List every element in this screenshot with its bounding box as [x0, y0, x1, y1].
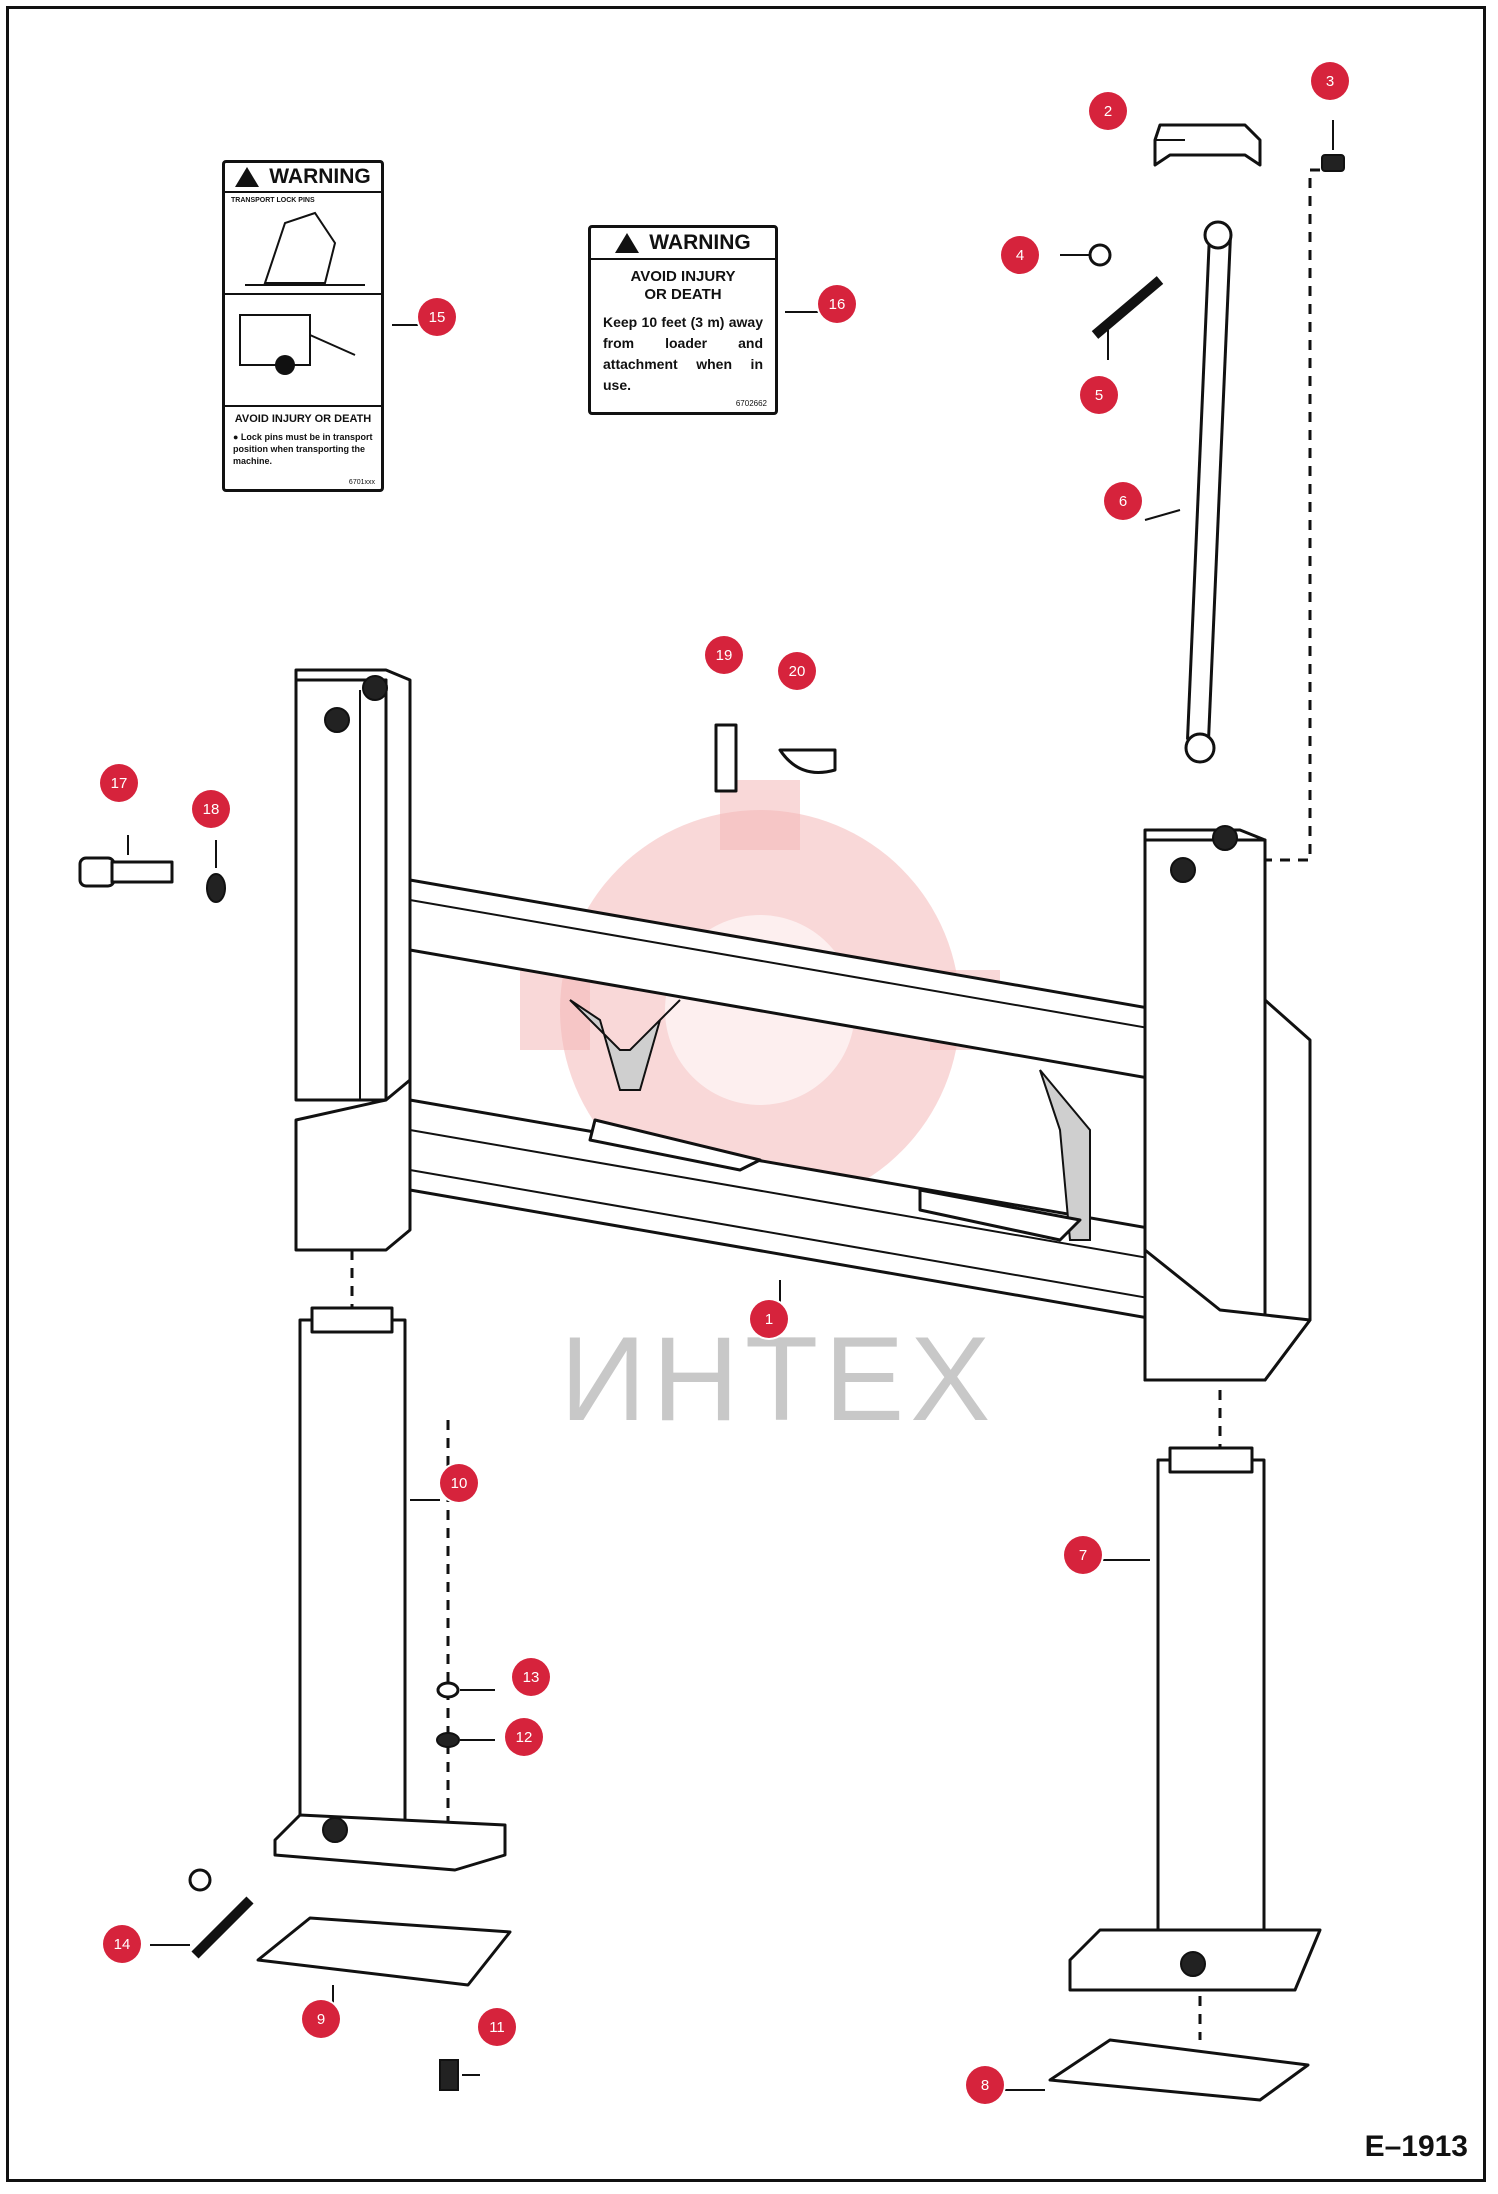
part-8-foot-plate	[1048, 2038, 1310, 2102]
callout-15[interactable]: 15	[418, 298, 456, 336]
callout-8[interactable]: 8	[966, 2066, 1004, 2104]
callout-20[interactable]: 20	[778, 652, 816, 690]
alignment-line	[1265, 168, 1320, 862]
part-20-key	[778, 748, 837, 774]
left-upright	[294, 668, 412, 1252]
callout-1[interactable]: 1	[750, 1300, 788, 1338]
part-17-cap-screw	[78, 856, 174, 888]
part-2-bracket	[1153, 123, 1262, 167]
callout-6[interactable]: 6	[1104, 482, 1142, 520]
part-7-lower-leg	[1068, 1446, 1322, 1992]
decal-16-title-1: AVOID INJURY	[630, 268, 736, 285]
decal-15-caption: TRANSPORT LOCK PINS	[231, 197, 315, 204]
decal-16-body: Keep 10 feet (3 m) away from loader and …	[603, 314, 763, 393]
callout-2[interactable]: 2	[1089, 92, 1127, 130]
callout-14[interactable]: 14	[103, 1925, 141, 1963]
callout-9[interactable]: 9	[302, 2000, 340, 2038]
callout-3[interactable]: 3	[1311, 62, 1349, 100]
decal-15-title: AVOID INJURY OR DEATH	[234, 413, 372, 425]
part-18-clip	[206, 873, 226, 903]
part-5-stud	[1091, 276, 1164, 339]
decal-16-title-2: OR DEATH	[644, 286, 722, 303]
decal-16-code: 6702662	[735, 399, 767, 408]
callout-17[interactable]: 17	[100, 764, 138, 802]
warning-triangle-icon	[235, 167, 260, 187]
part-10-lower-leg	[273, 1306, 507, 1872]
callout-7[interactable]: 7	[1064, 1536, 1102, 1574]
callout-12[interactable]: 12	[505, 1718, 543, 1756]
callout-4[interactable]: 4	[1001, 236, 1039, 274]
callout-11[interactable]: 11	[478, 2008, 516, 2046]
warning-triangle-icon	[615, 233, 640, 253]
part-19-pin	[714, 723, 738, 793]
part-3-bolt	[1321, 154, 1345, 172]
part-12-washer	[436, 1732, 460, 1748]
warning-decal-15: WARNING TRANSPORT LOCK PINS AVOID INJURY…	[222, 160, 384, 492]
decal-15-illustration-top: TRANSPORT LOCK PINS	[225, 193, 381, 295]
part-4-nut	[1088, 243, 1112, 267]
part-9-foot-plate	[256, 1916, 512, 1987]
part-11-bolt	[439, 2059, 459, 2091]
decal-15-code: 6701xxx	[348, 479, 375, 486]
callout-10[interactable]: 10	[440, 1464, 478, 1502]
decal-15-illustration-bottom	[225, 295, 381, 407]
callout-13[interactable]: 13	[512, 1658, 550, 1696]
decal-15-header: WARNING	[269, 165, 371, 188]
part-14-pin	[191, 1896, 254, 1959]
callout-18[interactable]: 18	[192, 790, 230, 828]
part-13-nut	[436, 1681, 460, 1699]
figure-code: E–1913	[1364, 2130, 1468, 2163]
part-6-cylinder	[1184, 220, 1233, 764]
decal-15-body: ● Lock pins must be in transport positio…	[233, 432, 373, 466]
callout-5[interactable]: 5	[1080, 376, 1118, 414]
callout-19[interactable]: 19	[705, 636, 743, 674]
decal-16-header: WARNING	[649, 231, 751, 254]
callout-16[interactable]: 16	[818, 285, 856, 323]
diagram-frame	[6, 6, 1486, 2182]
right-upright	[1143, 825, 1312, 1382]
